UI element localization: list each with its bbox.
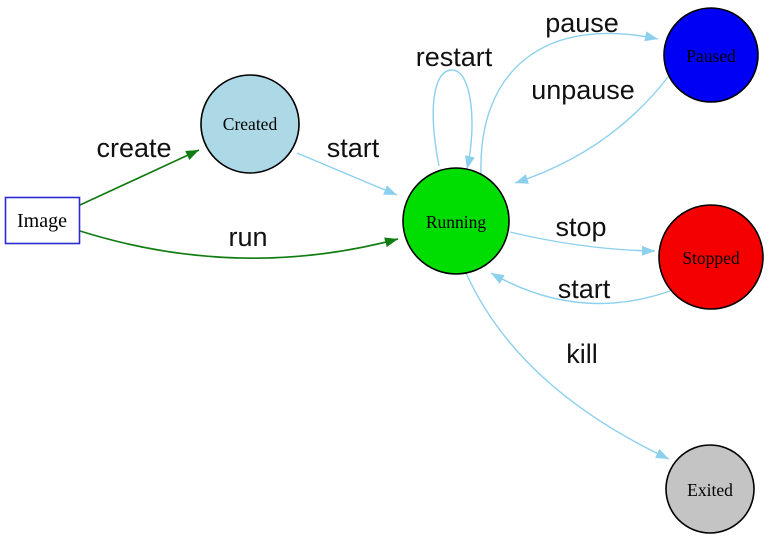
edge-unpause	[514, 76, 669, 184]
edge-run	[79, 230, 399, 259]
node-created: Created	[200, 74, 300, 174]
edge-label-create: create	[96, 133, 171, 163]
node-label-paused: Paused	[686, 46, 736, 66]
edge-pause	[480, 31, 659, 175]
node-exited: Exited	[665, 444, 755, 534]
node-stopped: Stopped	[658, 204, 764, 310]
edge-label-kill: kill	[566, 339, 598, 369]
edge-create	[79, 149, 200, 206]
image-box	[4, 196, 81, 245]
edge-label-run: run	[228, 222, 267, 252]
edge-label-restart: restart	[416, 42, 493, 72]
paused-circle	[663, 7, 759, 103]
node-running: Running	[402, 167, 510, 275]
edge-start-created-running	[296, 152, 398, 196]
stopped-circle	[658, 204, 764, 310]
node-label-image: Image	[17, 210, 67, 232]
running-circle	[402, 167, 510, 275]
exited-circle	[665, 444, 755, 534]
created-circle	[200, 74, 300, 174]
node-image: Image	[4, 196, 81, 245]
node-label-created: Created	[223, 114, 278, 134]
node-label-exited: Exited	[687, 480, 733, 500]
edge-kill	[465, 272, 670, 460]
edge-label-unpause: unpause	[531, 75, 635, 105]
edge-start-stopped-running	[490, 272, 671, 305]
edge-label-start-2: start	[558, 274, 611, 304]
edge-restart-self-loop	[432, 69, 475, 170]
edge-stop	[509, 231, 656, 256]
edge-label-pause: pause	[545, 8, 619, 38]
edge-label-stop: stop	[555, 212, 606, 242]
edge-label-start: start	[327, 133, 380, 163]
node-label-stopped: Stopped	[682, 248, 740, 268]
node-paused: Paused	[663, 7, 759, 103]
node-label-running: Running	[426, 212, 487, 232]
